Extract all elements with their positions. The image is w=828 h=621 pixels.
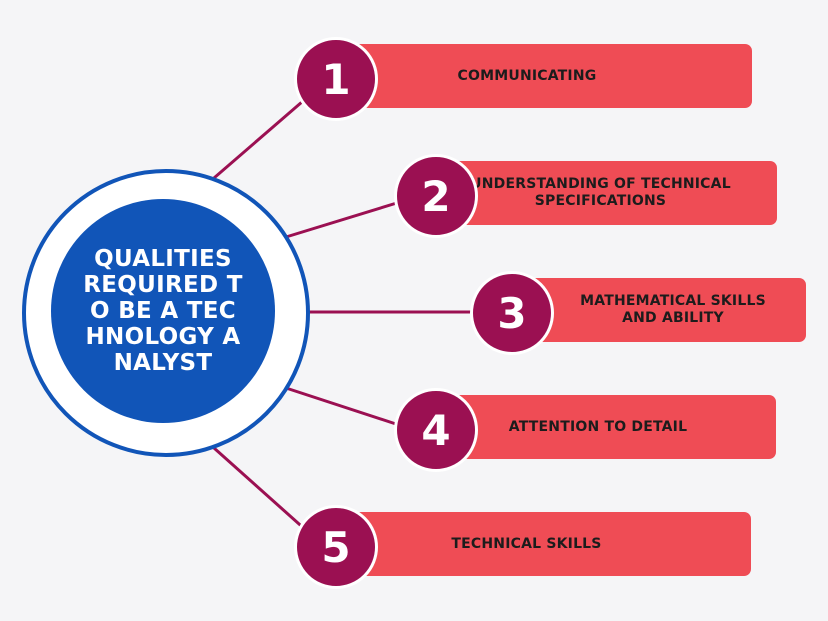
item-bar-1: COMMUNICATING xyxy=(332,44,752,108)
item-number-5: 5 xyxy=(321,522,351,572)
item-label-1: COMMUNICATING xyxy=(457,67,597,84)
item-label-4: ATTENTION TO DETAIL xyxy=(508,418,688,435)
item-bar-2: UNDERSTANDING OF TECHNICAL SPECIFICATION… xyxy=(434,161,777,225)
item-label-3: MATHEMATICAL SKILLS AND ABILITY xyxy=(580,293,766,326)
item-badge-1: 1 xyxy=(294,37,378,121)
item-badge-2: 2 xyxy=(394,154,478,238)
item-label-5: TECHNICAL SKILLS xyxy=(451,535,602,552)
item-badge-5: 5 xyxy=(294,505,378,589)
item-bar-5: TECHNICAL SKILLS xyxy=(332,512,751,576)
connector-1 xyxy=(213,93,311,180)
connector-5 xyxy=(213,446,309,534)
item-bar-3: MATHEMATICAL SKILLS AND ABILITY xyxy=(510,278,806,342)
item-bar-4: ATTENTION TO DETAIL xyxy=(434,395,776,459)
item-number-4: 4 xyxy=(421,405,451,455)
hub-circle: QUALITIES REQUIRED TO BE A TECHNOLOGY AN… xyxy=(51,199,275,423)
item-badge-4: 4 xyxy=(394,388,478,472)
item-number-1: 1 xyxy=(321,54,351,104)
item-number-2: 2 xyxy=(421,171,451,221)
item-badge-3: 3 xyxy=(470,271,554,355)
connector-2 xyxy=(285,200,401,239)
hub-title: QUALITIES REQUIRED TO BE A TECHNOLOGY AN… xyxy=(83,246,243,376)
item-number-3: 3 xyxy=(497,288,527,338)
connector-4 xyxy=(285,386,400,427)
item-label-2: UNDERSTANDING OF TECHNICAL SPECIFICATION… xyxy=(470,176,731,209)
